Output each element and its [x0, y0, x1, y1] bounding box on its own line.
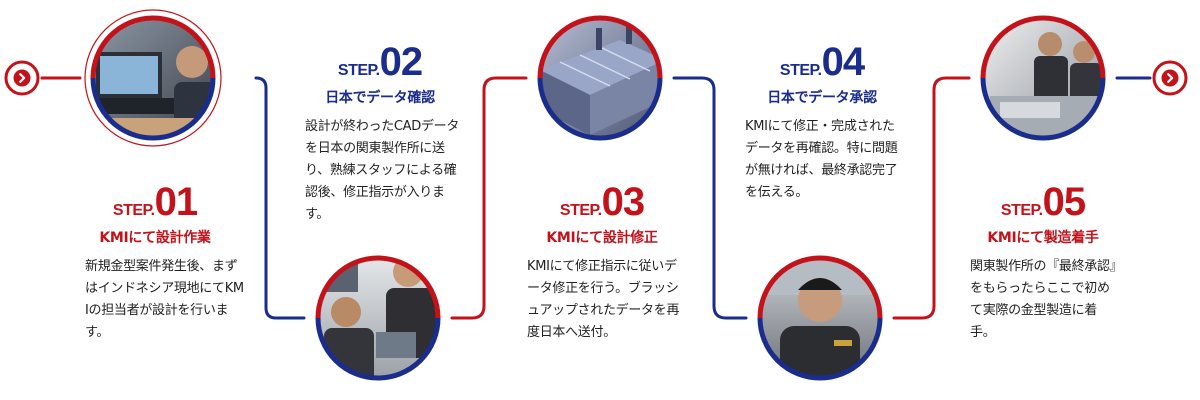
- step-number: 05: [1043, 180, 1086, 224]
- connector-3-4: [674, 78, 746, 318]
- step-label: STEP.: [338, 62, 380, 79]
- step-01-description: 新規金型案件発生後、まずはインドネシア現地にてKMIの担当者が設計を行います。: [85, 256, 245, 344]
- step-03-photo: [537, 15, 665, 141]
- step-title: 日本でデータ確認: [300, 87, 460, 107]
- step-04-heading: STEP.04 日本でデータ承認: [742, 42, 902, 107]
- start-icon: [6, 62, 38, 94]
- step-label: STEP.: [1001, 202, 1043, 219]
- step-05-photo: [980, 15, 1106, 141]
- step-04-photo: [757, 255, 883, 386]
- step-04-description: KMIにて修正・完成されたデータを再確認。特に問題が無ければ、最終承認完了を伝え…: [745, 116, 905, 204]
- step-03-heading: STEP.03 KMIにて設計修正: [522, 182, 682, 247]
- step-05-heading: STEP.05 KMIにて製造着手: [963, 182, 1123, 247]
- step-label: STEP.: [113, 202, 155, 219]
- step-01-photo: [85, 10, 221, 146]
- step-02-heading: STEP.02 日本でデータ確認: [300, 42, 460, 107]
- step-number: 01: [155, 180, 198, 224]
- step-02-photo: [315, 255, 441, 388]
- step-label: STEP.: [780, 62, 822, 79]
- step-title: KMIにて設計作業: [75, 227, 235, 247]
- connector-2-3: [452, 78, 526, 318]
- step-title: KMIにて設計修正: [522, 227, 682, 247]
- end-icon: [1154, 62, 1186, 94]
- connector-1-2: [256, 78, 304, 318]
- step-label: STEP.: [560, 202, 602, 219]
- step-title: 日本でデータ承認: [742, 87, 902, 107]
- step-05-description: 関東製作所の『最終承認』をもらったらここで初めて実際の金型製造に着手。: [970, 256, 1118, 344]
- step-number: 02: [380, 40, 423, 84]
- step-number: 03: [602, 180, 645, 224]
- step-01-heading: STEP.01 KMIにて設計作業: [75, 182, 235, 247]
- step-number: 04: [822, 40, 865, 84]
- step-title: KMIにて製造着手: [963, 227, 1123, 247]
- connector-4-5: [894, 78, 969, 318]
- step-02-description: 設計が終わったCADデータを日本の関東製作所に送り、熟練スタッフによる確認後、修…: [305, 116, 463, 226]
- step-03-description: KMIにて修正指示に従いデータ修正を行う。ブラッシュアップされたデータを再度日本…: [527, 256, 683, 344]
